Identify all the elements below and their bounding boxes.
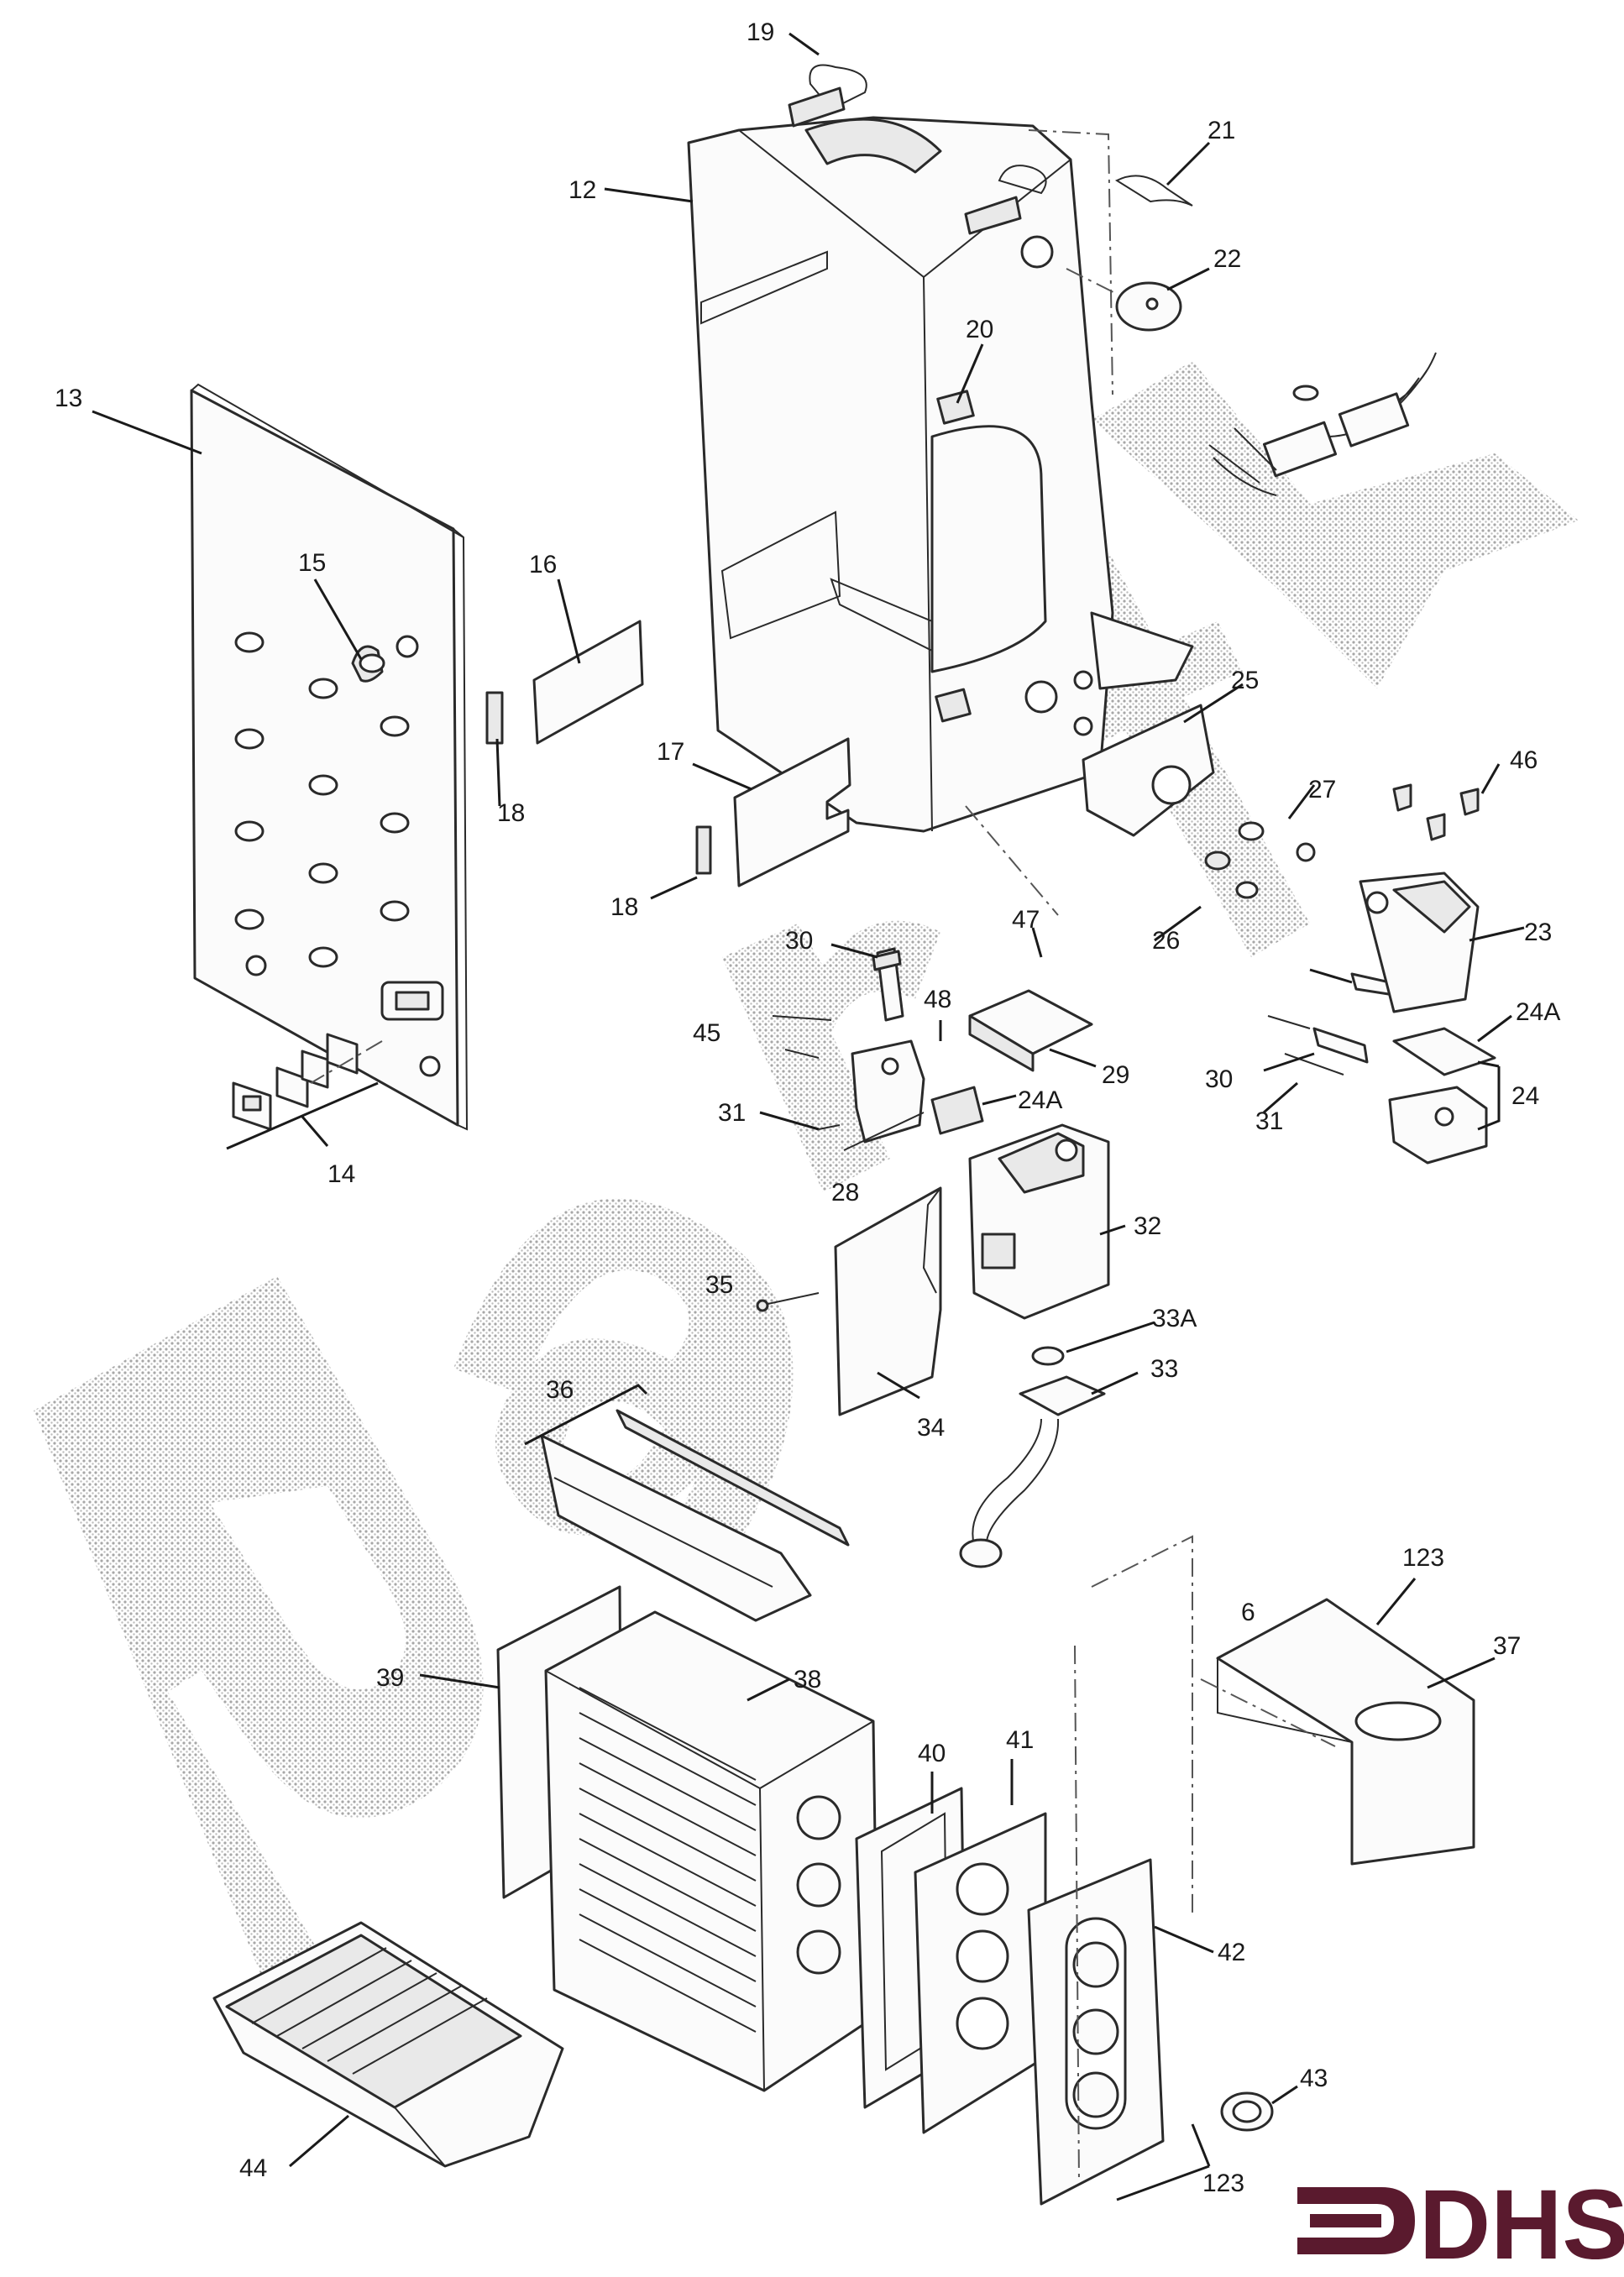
label-32: 32 — [1134, 1212, 1161, 1240]
label-43: 43 — [1300, 2065, 1328, 2092]
part-14-switch-assembly — [226, 1033, 379, 1150]
part-32-gas-valve — [968, 1123, 1110, 1320]
label-28: 28 — [831, 1179, 859, 1207]
part-38-heat-exchanger — [544, 1610, 879, 2092]
part-25-bracket — [1082, 704, 1215, 837]
part-20-switch — [935, 390, 975, 723]
part-27-fittings — [1238, 821, 1316, 862]
part-43-nut — [1220, 2091, 1274, 2132]
part-17-pad — [733, 737, 851, 887]
part-30-electrode-right — [1267, 1015, 1369, 1064]
part-18-clips — [485, 691, 712, 875]
label-18b: 18 — [610, 893, 638, 921]
label-15: 15 — [298, 549, 326, 577]
part-26-fittings — [1204, 851, 1396, 997]
label-46: 46 — [1510, 746, 1538, 774]
label-45: 45 — [693, 1019, 720, 1047]
label-123-top: 123 — [1402, 1544, 1444, 1572]
watermark-letter-p — [34, 1276, 484, 2015]
label-34: 34 — [917, 1414, 945, 1442]
watermark-letter-s — [1092, 361, 1579, 688]
part-41-plate — [914, 1812, 1047, 2134]
label-16: 16 — [529, 551, 557, 578]
label-30b: 30 — [1205, 1065, 1233, 1093]
label-23: 23 — [1524, 919, 1552, 946]
part-37-burner-cover — [1216, 1598, 1475, 1866]
label-31a: 31 — [1255, 1107, 1283, 1135]
label-29: 29 — [1102, 1061, 1129, 1089]
logo-text: DHS — [1419, 2170, 1624, 2277]
part-12-cabinet — [687, 116, 1194, 833]
label-39: 39 — [376, 1664, 404, 1692]
label-14: 14 — [327, 1160, 355, 1188]
label-6: 6 — [1241, 1599, 1255, 1626]
label-24A-right: 24A — [1516, 998, 1560, 1026]
label-47: 47 — [1012, 906, 1040, 934]
label-36: 36 — [546, 1376, 574, 1404]
part-45-screws — [772, 1015, 832, 1059]
label-20: 20 — [966, 316, 993, 343]
part-34-cover — [834, 1186, 942, 1416]
dhs-logo: DHS — [1297, 2170, 1624, 2277]
part-44-burner-tray — [212, 1921, 564, 2168]
part-28-block — [843, 1039, 984, 1151]
label-30a: 30 — [785, 927, 813, 955]
label-18a: 18 — [497, 799, 525, 827]
label-35: 35 — [705, 1271, 733, 1299]
label-33: 33 — [1150, 1355, 1178, 1383]
part-30-electrode-left — [872, 947, 904, 1022]
label-37: 37 — [1493, 1632, 1521, 1660]
label-33A: 33A — [1152, 1305, 1197, 1332]
label-19: 19 — [747, 18, 774, 46]
part-42-plate — [1027, 1858, 1165, 2206]
part-35-screw — [756, 1292, 820, 1312]
label-17: 17 — [657, 738, 684, 766]
watermark-letter-a — [453, 1198, 794, 1578]
label-22: 22 — [1213, 245, 1241, 273]
label-26a: 26 — [1152, 927, 1180, 955]
alignment-lines — [310, 129, 1336, 2184]
logo-mark — [1297, 2187, 1415, 2254]
label-38: 38 — [794, 1666, 821, 1693]
part-19-handle — [788, 64, 1047, 235]
part-22-grommet — [1115, 281, 1182, 332]
label-42: 42 — [1218, 1939, 1245, 1966]
label-24A-left: 24A — [1018, 1086, 1062, 1114]
label-123-bottom: 123 — [1202, 2170, 1244, 2197]
part-24-assembly — [1388, 1027, 1496, 1165]
label-13: 13 — [55, 385, 82, 412]
label-40: 40 — [918, 1740, 946, 1767]
part-36-burner — [524, 1384, 850, 1622]
part-labels: 19 21 12 22 20 13 15 16 18 17 18 25 27 4… — [55, 18, 1560, 2197]
part-46-screws — [1392, 783, 1480, 841]
label-44: 44 — [239, 2154, 267, 2182]
part-16-pad — [532, 620, 644, 745]
part-21-clip — [1114, 175, 1193, 207]
panel-holes — [234, 631, 441, 1077]
wiring-harness — [1208, 352, 1437, 496]
label-41: 41 — [1006, 1726, 1034, 1754]
part-31-electrode-right — [1284, 1053, 1344, 1076]
part-29-bracket — [968, 989, 1093, 1072]
label-27: 27 — [1308, 776, 1336, 803]
label-21: 21 — [1208, 117, 1235, 144]
part-23-block — [1359, 872, 1480, 1013]
label-48: 48 — [924, 986, 951, 1013]
label-31b: 31 — [718, 1099, 746, 1127]
label-24: 24 — [1511, 1082, 1539, 1110]
part-13-front-panel — [190, 383, 469, 1131]
fin-lines — [579, 1687, 757, 2033]
label-25: 25 — [1231, 667, 1259, 694]
part-31-electrode-left — [818, 1124, 841, 1130]
part-33-flange — [959, 1346, 1106, 1568]
label-12: 12 — [568, 176, 596, 204]
leader-lines — [92, 32, 1525, 2201]
